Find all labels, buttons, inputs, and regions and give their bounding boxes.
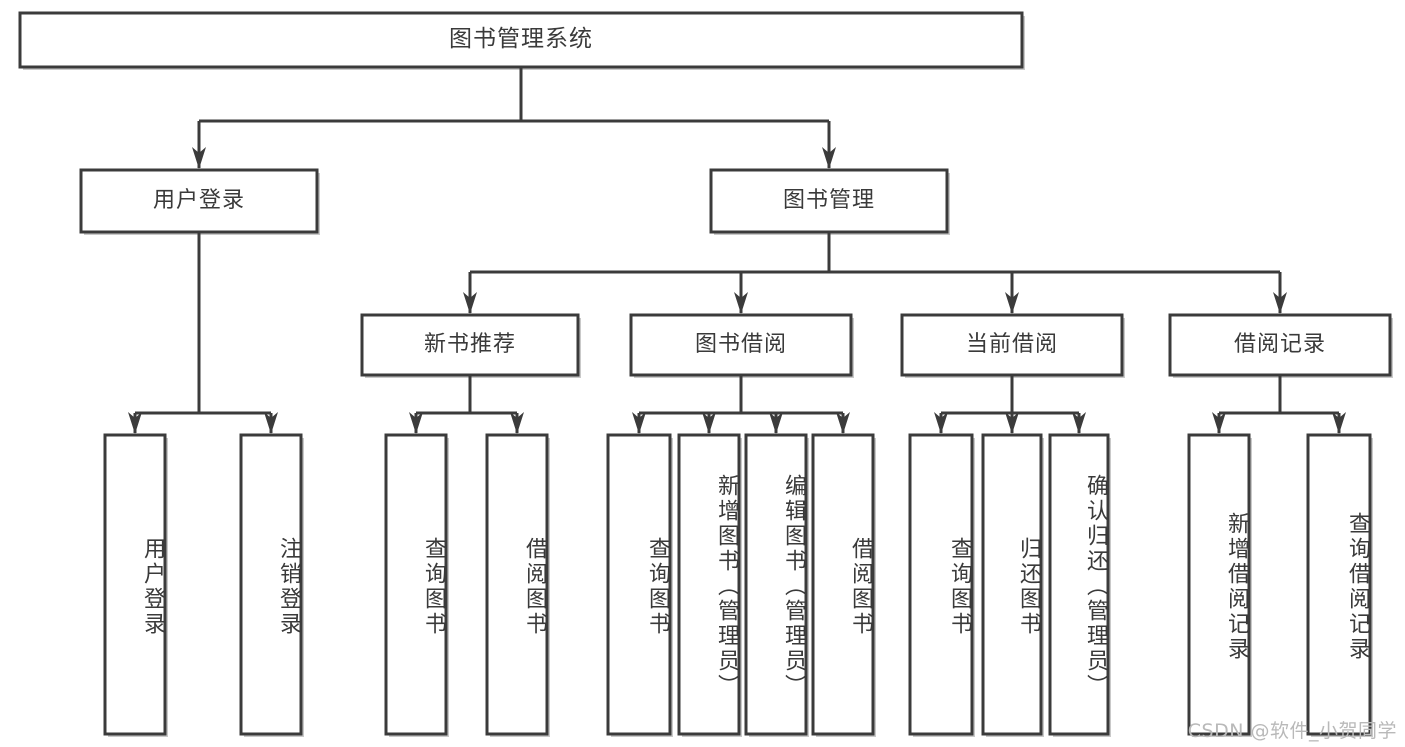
connector-arrow-icon [836, 412, 850, 434]
connector-arrow-icon [822, 147, 836, 169]
connector-arrow-icon [409, 412, 423, 434]
node-box-confirm-return[interactable] [1048, 433, 1110, 736]
connector-arrow-icon [128, 412, 142, 434]
node-box-borrow-book-2[interactable] [811, 433, 875, 736]
connector-arrow-icon [1005, 292, 1019, 314]
box-layer [18, 11, 1392, 736]
node-box-logout[interactable] [239, 433, 303, 736]
connector-arrow-icon [934, 412, 948, 434]
connector-arrow-icon [734, 292, 748, 314]
node-box-query-record[interactable] [1306, 433, 1372, 736]
node-box-query-book-3[interactable] [908, 433, 974, 736]
connector-arrow-icon [463, 292, 477, 314]
connector-arrow-icon [1273, 292, 1287, 314]
connector-arrow-icon [1005, 412, 1019, 434]
node-box-return-book[interactable] [981, 433, 1043, 736]
node-box-current-borrow[interactable] [900, 313, 1124, 377]
node-box-book-borrow[interactable] [629, 313, 853, 377]
watermark-text: CSDN @软件_小贺同学 [1187, 720, 1397, 742]
connector-arrow-icon [510, 412, 524, 434]
node-box-borrow-book-1[interactable] [485, 433, 549, 736]
connector-arrow-icon [1332, 412, 1346, 434]
connector-arrow-icon [702, 412, 716, 434]
node-box-book-manage[interactable] [709, 168, 949, 234]
connector-arrow-icon [1212, 412, 1226, 434]
connector-arrow-icon [192, 147, 206, 169]
node-box-edit-book[interactable] [744, 433, 808, 736]
connector-layer [128, 67, 1346, 434]
connector-arrow-icon [1072, 412, 1086, 434]
node-box-new-book-recommend[interactable] [360, 313, 580, 377]
node-box-add-record[interactable] [1187, 433, 1251, 736]
node-box-root[interactable] [18, 11, 1024, 69]
connector-arrow-icon [632, 412, 646, 434]
node-box-query-book-2[interactable] [606, 433, 672, 736]
node-box-borrow-record[interactable] [1168, 313, 1392, 377]
node-box-user-login[interactable] [79, 168, 319, 234]
connector-arrow-icon [264, 412, 278, 434]
connector-arrow-icon [769, 412, 783, 434]
node-box-add-book[interactable] [677, 433, 741, 736]
node-box-query-book-1[interactable] [384, 433, 448, 736]
node-box-login[interactable] [103, 433, 167, 736]
